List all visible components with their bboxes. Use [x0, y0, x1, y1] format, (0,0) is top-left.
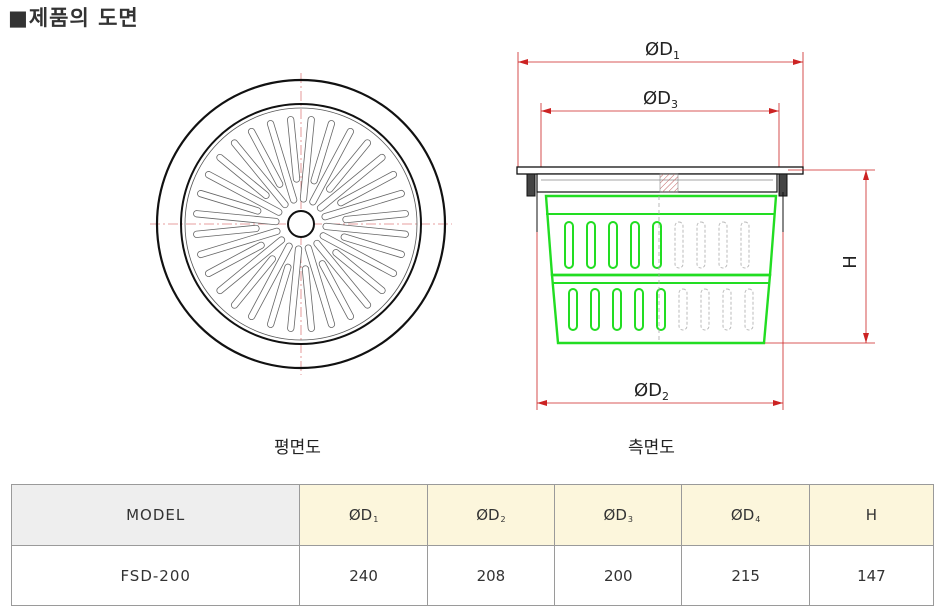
plan-outer-rim — [155, 78, 447, 370]
plan-center-hub — [287, 210, 315, 238]
grate-slot — [309, 127, 354, 206]
grate-slot — [216, 153, 270, 199]
header-h: H — [808, 484, 935, 546]
side-basket-slots — [564, 221, 754, 331]
dim-d3-label: ØD3 — [643, 88, 678, 111]
cell-d1: 240 — [299, 545, 428, 606]
dim-d2-arrow-right — [773, 400, 783, 406]
dim-d2-arrow-left — [537, 400, 547, 406]
grate-slot — [230, 255, 276, 309]
grate-slot — [340, 233, 405, 258]
dim-d1-label: ØD1 — [645, 39, 680, 62]
technical-drawing: ØD1 ØD3 H — [150, 39, 875, 410]
grate-slot — [204, 241, 265, 278]
side-flange-lip-left — [526, 173, 536, 197]
side-view-caption: 측면도 — [628, 438, 675, 458]
grate-slot — [216, 236, 286, 295]
grate-slot — [193, 224, 260, 238]
grate-slot — [299, 116, 315, 203]
grate-slot — [197, 227, 281, 259]
grate-slot — [337, 170, 398, 207]
cell-d4: 215 — [681, 545, 810, 606]
side-hatch — [659, 173, 679, 193]
grate-slot — [197, 190, 262, 215]
grate-slot — [204, 171, 283, 216]
header-d2: ØD2 — [426, 484, 556, 546]
grate-slot — [301, 265, 315, 332]
basket-slot — [722, 288, 732, 331]
basket-slot — [568, 288, 578, 331]
grate-slot — [332, 249, 386, 295]
dim-d2-label: ØD2 — [634, 380, 669, 403]
header-d3: ØD3 — [554, 484, 683, 546]
plan-inner-rim — [180, 103, 422, 345]
cell-d2: 208 — [426, 545, 556, 606]
dim-d3-arrow-right — [769, 108, 779, 114]
basket-slot — [744, 288, 754, 331]
grate-slot — [319, 232, 398, 277]
side-flange-top — [516, 166, 804, 175]
page-title: ■제품의 도면 — [8, 6, 139, 30]
basket-slot — [564, 221, 574, 269]
basket-slot — [612, 288, 622, 331]
dim-h-arrow-bottom — [863, 333, 869, 343]
grate-slot — [318, 260, 355, 321]
basket-slot — [656, 288, 666, 331]
grate-slot — [267, 263, 292, 328]
basket-slot — [652, 221, 662, 269]
dim-h-label: H — [840, 255, 861, 269]
cell-h: 147 — [808, 545, 935, 606]
cell-d3: 200 — [554, 545, 683, 606]
basket-slot — [700, 288, 710, 331]
grate-slot — [326, 139, 372, 193]
basket-slot — [678, 288, 688, 331]
side-grate-body — [536, 173, 778, 193]
basket-slot — [718, 221, 728, 269]
grate-slot — [304, 244, 336, 328]
grate-slot — [310, 120, 335, 185]
dim-d3-arrow-left — [541, 108, 551, 114]
grate-slot — [313, 239, 372, 309]
header-model: MODEL — [10, 484, 301, 546]
grate-slot — [287, 245, 303, 332]
plan-view — [150, 73, 452, 375]
grate-slot — [322, 222, 409, 238]
plan-view-caption: 평면도 — [274, 438, 321, 458]
basket-slot — [608, 221, 618, 269]
header-d4: ØD4 — [681, 484, 810, 546]
grate-slot — [316, 153, 386, 212]
side-view: ØD1 ØD3 H — [516, 39, 875, 410]
basket-slot — [630, 221, 640, 269]
dim-d1-arrow-right — [793, 59, 803, 65]
grate-slot — [287, 116, 301, 183]
grate-slot — [193, 210, 280, 226]
basket-slot — [740, 221, 750, 269]
table-row: FSD-200 240 208 200 215 147 — [10, 545, 935, 606]
cell-model: FSD-200 — [10, 545, 301, 606]
grate-slot — [266, 120, 298, 204]
grate-slot — [342, 210, 409, 224]
spec-table: MODEL ØD1 ØD2 ØD3 ØD4 H FSD-200 240 208 … — [10, 484, 935, 606]
spec-header-row: MODEL ØD1 ØD2 ØD3 ØD4 H — [10, 484, 935, 546]
grate-slot — [248, 242, 293, 321]
plan-grate-edge — [184, 107, 418, 341]
header-d1: ØD1 — [299, 484, 428, 546]
grate-slot — [247, 127, 284, 188]
plan-grate-slots — [193, 116, 409, 332]
basket-slot — [696, 221, 706, 269]
grate-slot — [321, 189, 405, 221]
basket-slot — [674, 221, 684, 269]
grate-slot — [230, 139, 289, 209]
dim-h-arrow-top — [863, 170, 869, 180]
basket-slot — [590, 288, 600, 331]
basket-slot — [634, 288, 644, 331]
side-basket-lower — [550, 273, 772, 345]
basket-slot — [586, 221, 596, 269]
dim-d1-arrow-left — [518, 59, 528, 65]
